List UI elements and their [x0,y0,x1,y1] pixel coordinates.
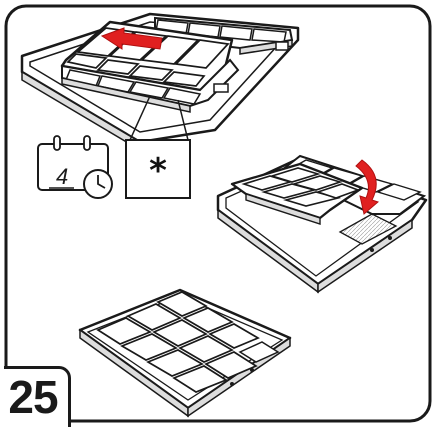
asterisk-callout: * [125,139,191,199]
step-frame [4,4,432,423]
slide-arrow [100,27,163,50]
calendar-clock-icon: 4 [37,135,113,199]
filter-lift-figure [216,154,428,294]
asterisk-symbol: * [149,151,167,191]
step-number: 25 [8,371,58,423]
lift-arrow [355,159,379,215]
filter-removal-figure [20,12,300,152]
filter-assembled-figure [78,288,292,418]
schedule-days: 4 [56,164,68,189]
step-number-badge [4,366,71,427]
